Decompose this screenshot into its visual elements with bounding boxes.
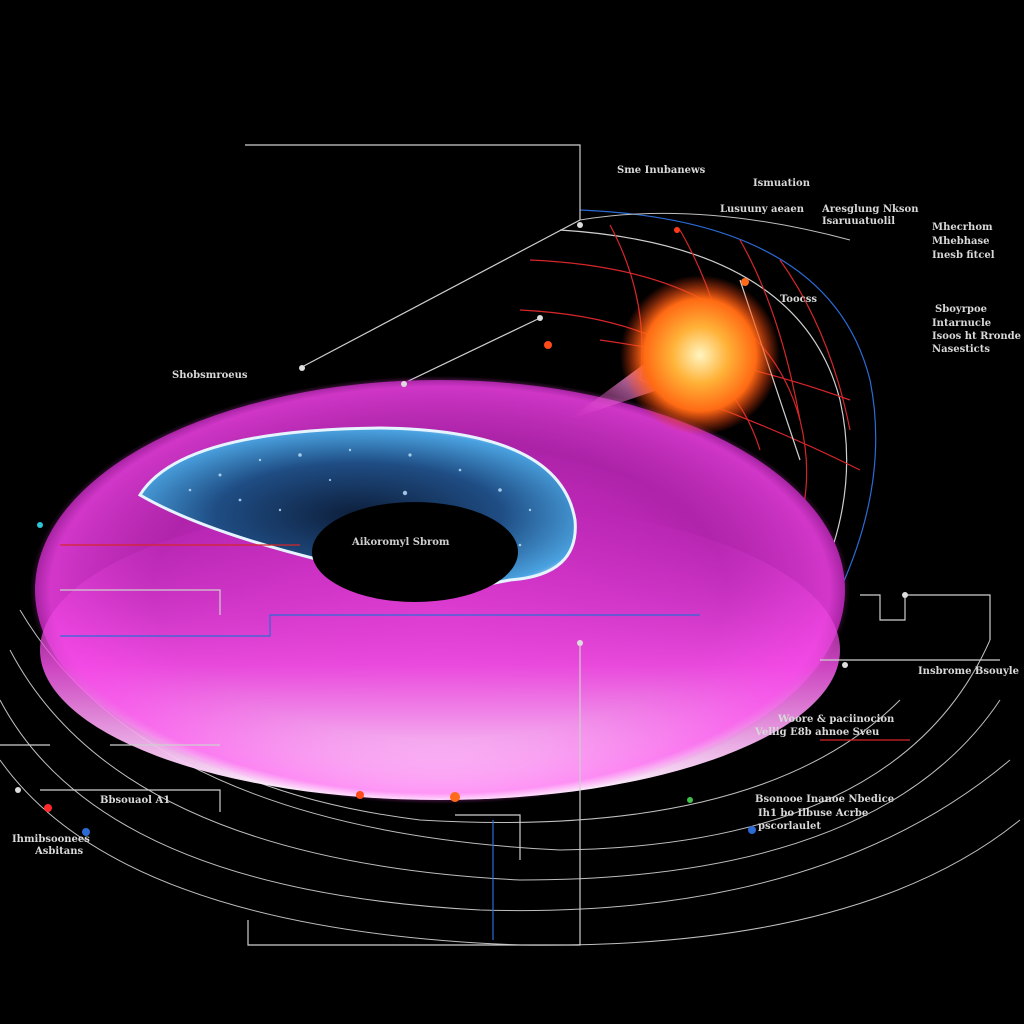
label-bottom-right-1b: Vellig E8b ahnoe Sveu — [754, 727, 879, 738]
label-right-2c: Isoos ht Rronde — [932, 331, 1021, 342]
wiring-left — [0, 544, 1000, 946]
label-right-1c: Inesb fitcel — [932, 250, 995, 261]
label-right-low: Insbrome Bsouyle — [918, 666, 1019, 677]
label-right-1b: Mhebhase — [932, 236, 989, 247]
label-bottom-left-1: Bbsouaol A1 — [100, 795, 170, 806]
label-right-2d: Nasesticts — [932, 344, 990, 355]
label-top-right-2a: Aresglung Nkson — [821, 204, 919, 215]
labels: Sme Inubanews Ismuation Lusuuny aeaen Ar… — [12, 165, 1021, 857]
label-bottom-left-2b: Asbitans — [34, 846, 84, 857]
label-top-right-2b: Isaruuatuolil — [822, 216, 895, 227]
label-right-mid-flare: Toocss — [780, 294, 817, 305]
label-center-hole: Aikoromyl Sbrom — [351, 537, 450, 548]
label-top-right-1: Ismuation — [753, 178, 811, 189]
label-top-center: Sme Inubanews — [617, 165, 706, 176]
label-bottom-right-2c: pscorlaulet — [758, 821, 821, 832]
label-bottom-left-2a: Ihmibsoonees — [12, 834, 90, 845]
dome-grid — [519, 209, 877, 591]
label-bottom-right-1a: Woore & paciinocion — [777, 714, 895, 725]
label-left-mid: Shobsmroeus — [172, 370, 248, 381]
label-top-left-small: Lusuuny aeaen — [720, 204, 805, 215]
label-bottom-right-2b: Ih1 bo Ilbuse Acrbe — [758, 808, 868, 819]
label-right-1a: Mhecrhom — [932, 222, 993, 233]
black-hole — [312, 502, 518, 602]
stellar-flare — [568, 275, 780, 435]
label-right-2a: Sboyrpoe — [935, 304, 987, 315]
label-bottom-right-2a: Bsonooe Inanoe Nbedice — [755, 794, 894, 805]
label-right-2b: Intarnucle — [932, 318, 991, 329]
nodes — [15, 222, 908, 836]
